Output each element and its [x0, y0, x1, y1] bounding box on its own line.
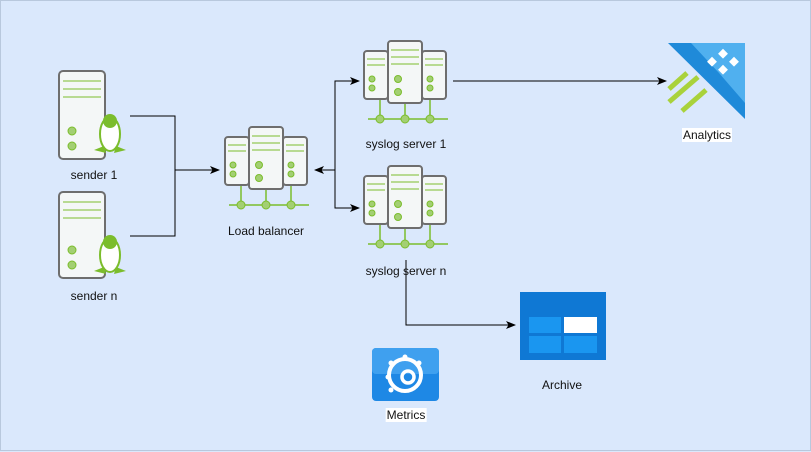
edge-lb-syslogn[interactable]	[334, 170, 360, 212]
sender-n-label: sender n	[70, 289, 118, 303]
sender-1-icon[interactable]	[58, 70, 126, 160]
edge-sender1-lb[interactable]	[130, 115, 220, 174]
sender-n-icon[interactable]	[58, 191, 126, 279]
syslog-server-1-icon[interactable]	[363, 40, 448, 124]
edge-syslogn-archive[interactable]	[405, 260, 516, 329]
load-balancer-icon[interactable]	[224, 126, 309, 210]
sender-1-label: sender 1	[70, 168, 118, 182]
syslog-server-n-label: syslog server n	[365, 264, 447, 278]
edge-lb-syslog1[interactable]	[314, 77, 360, 174]
analytics-icon[interactable]	[667, 43, 745, 119]
grafana-icon[interactable]	[372, 348, 439, 401]
analytics-label: Analytics	[681, 128, 733, 142]
linux-penguin-icon	[94, 114, 126, 153]
edge-sendern-lb[interactable]	[130, 170, 176, 237]
load-balancer-label: Load balancer	[227, 224, 305, 238]
linux-penguin-icon	[94, 235, 126, 274]
syslog-server-n-icon[interactable]	[363, 165, 448, 249]
archive-label: Archive	[541, 378, 583, 392]
edges	[130, 77, 667, 329]
syslog-server-1-label: syslog server 1	[365, 137, 447, 151]
storage-table-icon[interactable]	[520, 292, 606, 360]
metrics-label: Metrics	[385, 408, 427, 422]
